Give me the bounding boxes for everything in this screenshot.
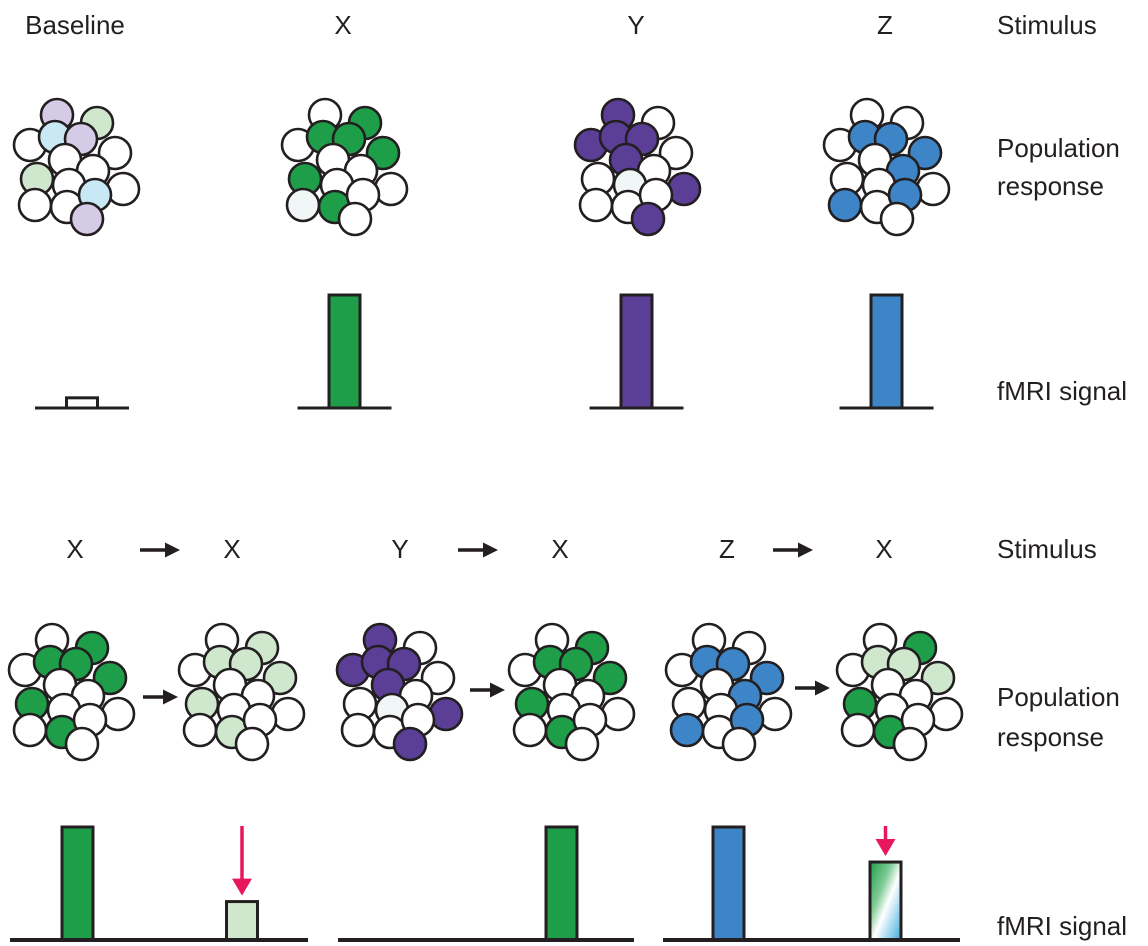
population-cluster-x: [280, 97, 409, 237]
sequence-3-second-fmri-bar: [868, 860, 903, 942]
fmri-bar-baseline: [65, 396, 99, 410]
sequence-3-stimulus-arrow: [773, 542, 813, 558]
row-label-population: Population: [997, 133, 1120, 163]
neuron-blue: [669, 712, 705, 748]
neuron-white: [270, 696, 306, 732]
neuron-white: [879, 201, 915, 237]
neuron-white: [64, 726, 100, 762]
row-label-fmri-signal-bottom: fMRI signal: [997, 911, 1127, 941]
row-label-response: response: [997, 171, 1104, 201]
top-population-row-label: Population response: [997, 133, 1120, 201]
sequence-1-first-stimulus: X: [66, 534, 83, 564]
neuron-white: [915, 171, 951, 207]
population-cluster-z: [822, 97, 951, 237]
bottom-stimulus-row: X X Y X Z X Stimulus: [66, 534, 1096, 564]
neuron-blue: [827, 187, 863, 223]
neuron-white: [340, 712, 376, 748]
row-label-stimulus: Stimulus: [997, 10, 1097, 40]
sequence-3-first-stimulus: Z: [719, 534, 735, 564]
neuron-purple: [428, 696, 464, 732]
sequence-3-second-stimulus: X: [875, 534, 892, 564]
sequence-2-population-arrow: [470, 682, 505, 698]
neuron-white: [337, 201, 373, 237]
neuron-white: [100, 696, 136, 732]
neuron-white: [892, 726, 928, 762]
sequence-2-second-population: [507, 622, 636, 762]
neuron-white: [928, 696, 964, 732]
stimulus-label-x: X: [334, 10, 351, 40]
sequence-1-second-population: [177, 622, 306, 762]
neuron-white: [578, 187, 614, 223]
population-cluster-baseline: [12, 97, 141, 237]
sequence-1-second-fmri-bar: [225, 900, 259, 942]
sequence-2-second-fmri-bar: [544, 825, 579, 942]
sequence-3-adaptation-arrow: [875, 826, 896, 857]
stimulus-label-y: Y: [627, 10, 644, 40]
neuron-white: [600, 696, 636, 732]
neuron-white: [12, 712, 48, 748]
sequence-3-population-arrow: [795, 680, 830, 696]
row-label-stimulus-bottom: Stimulus: [997, 534, 1097, 564]
neuron-purple: [630, 201, 666, 237]
sequence-3-first-fmri-bar: [711, 825, 746, 942]
neuron-purple: [392, 726, 428, 762]
neuron-white: [564, 726, 600, 762]
neuron-white: [757, 696, 793, 732]
row-label-response-bottom: response: [997, 722, 1104, 752]
sequence-2-stimulus-arrow: [458, 542, 498, 558]
fmri-bar-z: [869, 293, 904, 410]
stimulus-label-baseline: Baseline: [25, 10, 125, 40]
diagram-graphics: [7, 97, 964, 942]
bottom-population-row-label: Population response: [997, 682, 1120, 752]
sequence-1-stimulus-arrow: [140, 542, 180, 558]
row-label-fmri-signal: fMRI signal: [997, 376, 1127, 406]
population-cluster-y: [573, 97, 702, 237]
sequence-1-first-population: [7, 622, 136, 762]
neuron-white: [105, 171, 141, 207]
sequence-1-first-fmri-bar: [60, 825, 95, 942]
neuron-white: [721, 726, 757, 762]
neuron-white: [182, 712, 218, 748]
neuron-white: [373, 171, 409, 207]
neuron-white: [512, 712, 548, 748]
sequence-1-second-stimulus: X: [223, 534, 240, 564]
sequence-1-adaptation-arrow: [232, 826, 252, 896]
neuron-white: [840, 712, 876, 748]
top-stimulus-row: Baseline X Y Z Stimulus: [25, 10, 1097, 40]
neuron-white: [17, 187, 53, 223]
sequence-3-second-population: [835, 622, 964, 762]
sequence-1-population-arrow: [143, 689, 178, 705]
stimulus-label-z: Z: [877, 10, 893, 40]
neuron-light-purple: [69, 201, 105, 237]
neuron-white: [234, 726, 270, 762]
fmri-bar-y: [619, 293, 654, 410]
sequence-2-first-population: [335, 622, 464, 762]
sequence-2-first-stimulus: Y: [391, 534, 408, 564]
fmri-bar-x: [327, 293, 362, 410]
sequence-2-second-stimulus: X: [551, 534, 568, 564]
row-label-population-bottom: Population: [997, 682, 1120, 712]
neuron-pale: [285, 187, 321, 223]
sequence-3-first-population: [664, 622, 793, 762]
neuron-purple: [666, 171, 702, 207]
